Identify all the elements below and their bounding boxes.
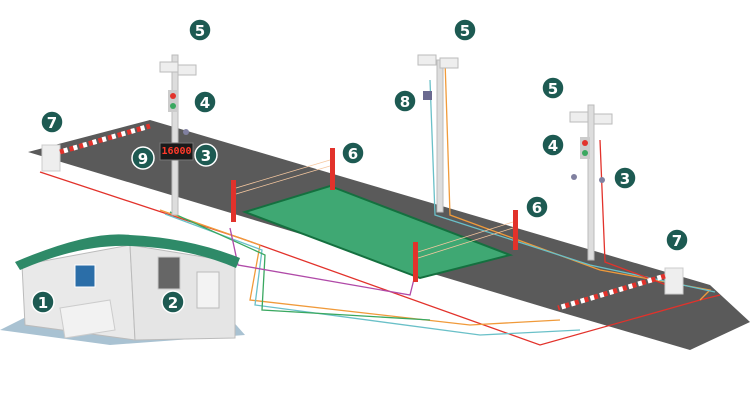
badge-infrared-grating-left: 6 [341,141,365,165]
badge-number: 2 [168,294,178,312]
badge-circle [193,90,217,114]
infrared-grating-posts [231,148,518,282]
badge-camera-pole-right: 5 [541,76,565,100]
badge-number: 5 [548,80,558,98]
badge-number: 7 [672,232,682,250]
badge-camera-pole-left: 5 [188,18,212,42]
badge-control-cabinet: 2 [161,290,185,314]
badge-circle [131,146,155,170]
badge-number: 5 [195,22,205,40]
badge-circle [194,143,218,167]
camera-pole-right [569,104,613,261]
control-room [0,234,245,345]
badge-number: 4 [200,94,210,112]
barrier-gate-right [557,267,684,311]
badge-circle [161,290,185,314]
control-desk [59,299,116,339]
badge-number: 6 [348,145,358,163]
badge-number: 4 [548,137,558,155]
badge-circle [393,89,417,113]
weighing-platform [241,184,514,280]
badge-number: 7 [47,114,57,132]
display-board: 16000 [159,142,194,161]
spotlight-camera [423,91,432,100]
badge-infrared-grating-right: 6 [525,195,549,219]
badge-display-board: 9 [131,146,155,170]
camera-pole-middle [417,54,459,213]
badge-camera-right: 3 [613,166,637,190]
badges: 5 5 5 4 4 7 7 9 3 3 6 6 8 1 2 [31,18,689,314]
display-value: 16000 [161,146,191,157]
badge-number: 8 [400,93,410,111]
badge-number: 3 [201,147,211,165]
infrared-beams [235,159,514,259]
badge-circle [341,141,365,165]
badge-camera-pole-middle: 5 [453,18,477,42]
badge-number: 5 [460,22,470,40]
badge-control-desk: 1 [31,290,55,314]
badge-circle [31,290,55,314]
barrier-gate-left [41,123,151,172]
traffic-light-right [580,137,590,159]
badge-traffic-light-left: 4 [193,90,217,114]
control-cabinet [196,271,220,309]
badge-number: 3 [620,170,630,188]
badge-circle [188,18,212,42]
badge-circle [525,195,549,219]
badge-camera-left: 3 [194,143,218,167]
window [157,256,181,290]
roof [15,234,240,270]
badge-circle [613,166,637,190]
badge-number: 9 [138,150,148,168]
badge-number: 6 [532,199,542,217]
cables [39,59,721,346]
wall-monitor [74,264,96,288]
camera-left [183,129,189,135]
badge-circle [541,133,565,157]
camera-right [571,174,577,180]
badge-circle [453,18,477,42]
badge-circle [40,110,64,134]
camera-pole-left [159,54,197,216]
badge-spotlight-camera: 8 [393,89,417,113]
badge-barrier-gate-right: 7 [665,228,689,252]
badge-traffic-light-right: 4 [541,133,565,157]
traffic-light-left [168,90,178,112]
badge-barrier-gate-left: 7 [40,110,64,134]
badge-circle [541,76,565,100]
badge-circle [665,228,689,252]
badge-number: 1 [38,294,48,312]
